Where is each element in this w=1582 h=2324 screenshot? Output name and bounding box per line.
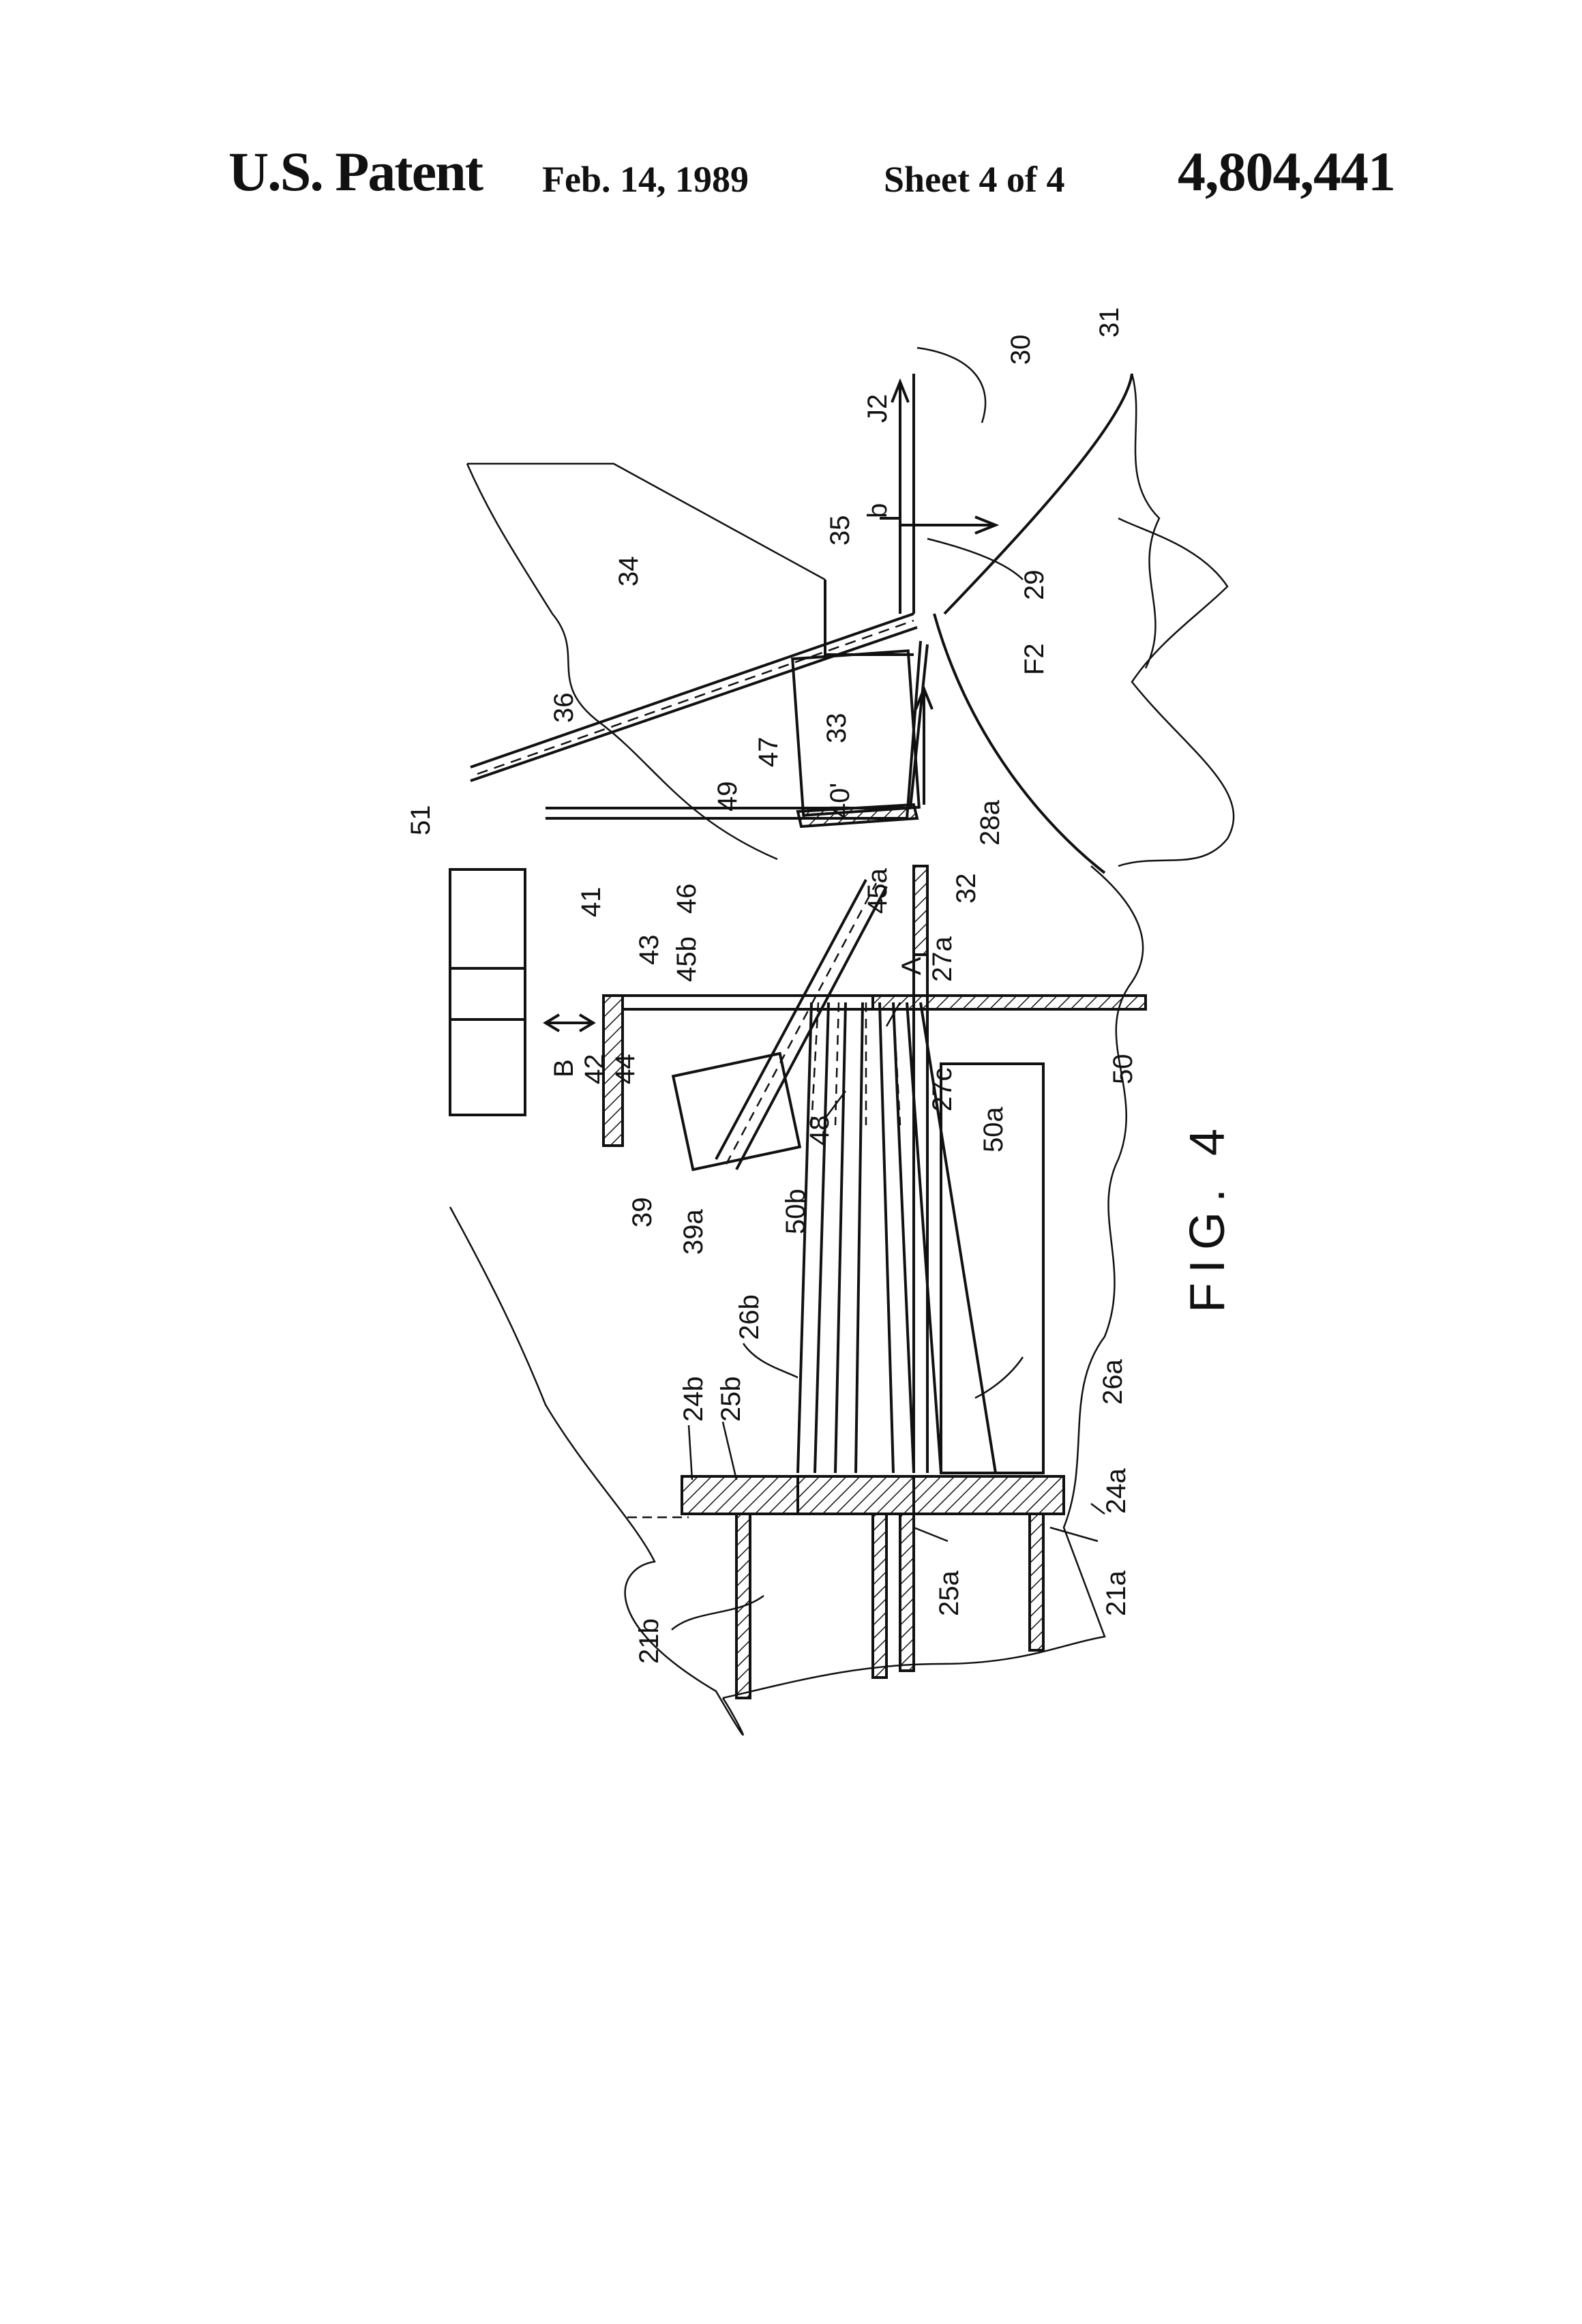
label-A: A [897, 957, 927, 975]
flange-24 [682, 1476, 1064, 1514]
label-26a: 26a [1098, 1359, 1128, 1405]
label-35: 35 [825, 516, 855, 546]
label-46: 46 [672, 884, 702, 914]
label-50: 50 [1108, 1054, 1138, 1085]
label-41: 41 [576, 887, 606, 918]
guide-26b [798, 1002, 863, 1473]
label-24b: 24b [678, 1376, 708, 1422]
label-29: 29 [1019, 570, 1049, 601]
label-45a: 45a [863, 868, 893, 914]
label-39: 39 [627, 1197, 657, 1228]
label-47: 47 [753, 737, 783, 768]
label-27c: 27c [927, 1068, 957, 1112]
label-48: 48 [805, 1116, 835, 1146]
nozzle-36 [471, 614, 917, 781]
double-arrow-b [546, 1015, 593, 1031]
label-F2: F2 [1019, 643, 1049, 675]
jet-arrow-j2 [892, 382, 908, 614]
label-49: 49 [713, 781, 743, 812]
label-B: B [549, 1059, 579, 1077]
label-26b: 26b [734, 1294, 764, 1340]
label-33: 33 [822, 713, 852, 744]
label-50b: 50b [781, 1189, 811, 1234]
channel-21a [900, 1514, 914, 1671]
label-28a: 28a [975, 800, 1005, 846]
housing-39 [673, 1054, 800, 1170]
label-42: 42 [580, 1054, 610, 1085]
label-32: 32 [951, 874, 981, 904]
break-outline-bottom [723, 866, 1143, 1698]
chamber-51 [450, 869, 525, 1115]
roll-31 [934, 374, 1132, 873]
label-39a: 39a [678, 1209, 708, 1255]
break-outline-left [450, 1207, 743, 1735]
label-J2: J2 [863, 394, 893, 423]
label-34: 34 [614, 556, 644, 587]
label-31: 31 [1094, 308, 1124, 338]
break-outline-top [467, 464, 825, 859]
label-21b: 21b [634, 1618, 664, 1664]
label-36: 36 [549, 693, 579, 724]
label-b: b [863, 503, 893, 518]
block-33 [792, 651, 919, 815]
label-24a: 24a [1101, 1468, 1131, 1514]
label-45b: 45b [672, 936, 702, 982]
label-30: 30 [1006, 335, 1036, 366]
label-51: 51 [406, 805, 436, 836]
label-25b: 25b [716, 1376, 746, 1422]
roll-31-break [1132, 374, 1159, 668]
label-40prime: 40' [825, 783, 855, 818]
label-44: 44 [610, 1054, 640, 1085]
label-27a: 27a [927, 936, 957, 982]
label-21a: 21a [1101, 1570, 1131, 1616]
wall-50 [873, 996, 1146, 1009]
label-50a: 50a [979, 1107, 1009, 1152]
break-outline-right [1118, 518, 1234, 866]
label-43: 43 [634, 935, 664, 966]
figure-caption: FIG. 4 [1180, 1119, 1235, 1313]
label-25a: 25a [934, 1570, 964, 1616]
